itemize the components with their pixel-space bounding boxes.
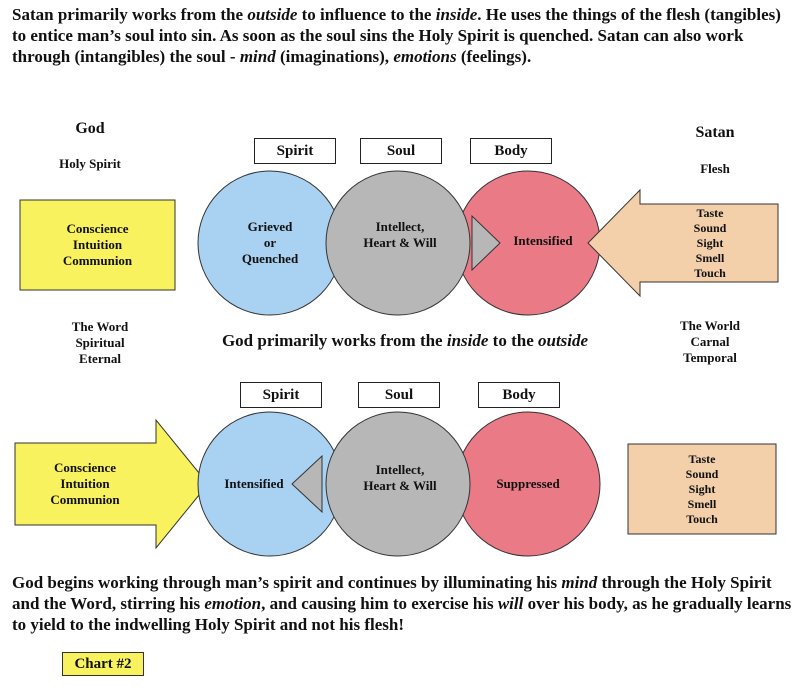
bottom-sense-item: Smell: [687, 496, 717, 511]
intro-text-3: . He uses the things of the flesh (tangi…: [12, 5, 781, 66]
outro-text-4: over his body, as he gradually learns to…: [12, 594, 792, 634]
top-conscience-list: Conscience Intuition Communion: [20, 200, 175, 290]
outro-text-2: through the Holy Spirit and the Word, st…: [12, 573, 772, 613]
top-sense-item: Smell: [695, 250, 725, 265]
top-soul-line: Heart & Will: [363, 235, 437, 250]
outro-text-1: God begins working through man’s spirit …: [12, 573, 562, 592]
bottom-left-item: Intuition: [60, 476, 110, 491]
bottom-soul-circle: [325, 411, 471, 557]
top-conscience-box: [19, 199, 176, 291]
intro-text-5: (feelings).: [456, 47, 532, 66]
middle-statement: God primarily works from the inside to t…: [190, 331, 620, 351]
bottom-soul-label: Soul: [358, 382, 440, 408]
bottom-spirit-label: Spirit: [240, 382, 322, 408]
outro-em-mind: mind: [561, 573, 598, 592]
middle-text-2: to the: [488, 331, 538, 350]
outro-text-3: , and causing him to exercise his: [261, 594, 498, 613]
satan-title: Satan: [695, 124, 735, 141]
top-sense-item: Taste: [696, 205, 724, 220]
intro-text-1: Satan primarily works from the: [12, 5, 248, 24]
top-inner-arrow-icon: [471, 214, 501, 272]
intro-em-inside: inside: [435, 5, 478, 24]
the-world-column: The World Carnal Temporal: [650, 314, 770, 370]
top-spirit-line: Quenched: [241, 251, 299, 266]
flesh-label: Flesh: [700, 161, 730, 176]
bottom-sense-item: Sound: [685, 466, 719, 481]
bottom-left-item: Communion: [50, 492, 120, 507]
bottom-soul-line: Heart & Will: [363, 478, 437, 493]
intro-em-outside: outside: [247, 5, 298, 24]
top-soul-line: Intellect,: [375, 219, 425, 234]
god-title: God: [75, 120, 105, 137]
outro-em-will: will: [497, 594, 524, 613]
bottom-sense-item: Sight: [688, 481, 716, 496]
holy-spirit-label: Holy Spirit: [59, 156, 121, 171]
top-spirit-line: Grieved: [247, 219, 293, 234]
intro-text-2: to influence to the: [297, 5, 436, 24]
top-left-item: Communion: [62, 253, 133, 268]
top-left-item: Intuition: [72, 237, 123, 252]
word-col-item: Spiritual: [75, 335, 125, 350]
chart-number-badge: Chart #2: [62, 652, 144, 676]
top-spirit-line: or: [263, 235, 277, 250]
top-soul-circle: [325, 170, 471, 316]
bottom-senses-list: Taste Sound Sight Smell Touch: [628, 444, 776, 534]
top-sense-item: Sound: [693, 220, 727, 235]
top-spirit-label: Spirit: [254, 138, 336, 164]
top-senses-list: Taste Sound Sight Smell Touch: [660, 204, 760, 282]
middle-text-1: God primarily works from the: [221, 331, 447, 350]
middle-em-inside: inside: [446, 331, 489, 350]
bottom-sense-item: Touch: [686, 511, 718, 526]
world-col-item: The World: [679, 318, 741, 333]
bottom-conscience-arrow: [14, 418, 209, 550]
top-soul-label: Soul: [360, 138, 442, 164]
top-left-item: Conscience: [66, 221, 129, 236]
top-flesh-arrow: [587, 188, 779, 298]
bottom-left-item: Conscience: [53, 460, 117, 475]
bottom-soul-text: Intellect, Heart & Will: [350, 458, 450, 498]
bottom-conscience-list: Conscience Intuition Communion: [15, 443, 155, 525]
outro-paragraph: God begins working through man’s spirit …: [12, 572, 792, 635]
world-col-item: Temporal: [683, 350, 737, 365]
outro-em-emotion: emotion: [204, 594, 262, 613]
intro-em-emotions: emotions: [393, 47, 457, 66]
intro-paragraph: Satan primarily works from the outside t…: [12, 4, 792, 67]
bottom-inner-arrow-icon: [291, 454, 323, 514]
top-spirit-text: Grieved or Quenched: [225, 213, 315, 273]
intro-text-4: (imaginations),: [275, 47, 394, 66]
middle-em-outside: outside: [538, 331, 589, 350]
bottom-flesh-box: [627, 443, 777, 535]
bottom-soul-line: Intellect,: [375, 462, 425, 477]
top-sense-item: Sight: [696, 235, 724, 250]
bottom-body-label: Body: [478, 382, 560, 408]
top-body-text: Intensified: [513, 233, 573, 248]
bottom-spirit-text: Intensified: [224, 476, 284, 491]
world-col-item: Carnal: [690, 334, 730, 349]
bottom-sense-item: Taste: [688, 451, 716, 466]
top-soul-text: Intellect, Heart & Will: [350, 215, 450, 255]
the-word-column: The Word Spiritual Eternal: [40, 316, 160, 370]
intro-em-mind: mind: [239, 47, 276, 66]
top-body-label: Body: [470, 138, 552, 164]
word-col-item: The Word: [71, 319, 129, 334]
top-sense-item: Touch: [694, 265, 726, 280]
word-col-item: Eternal: [79, 351, 121, 366]
bottom-body-text: Suppressed: [496, 476, 560, 491]
